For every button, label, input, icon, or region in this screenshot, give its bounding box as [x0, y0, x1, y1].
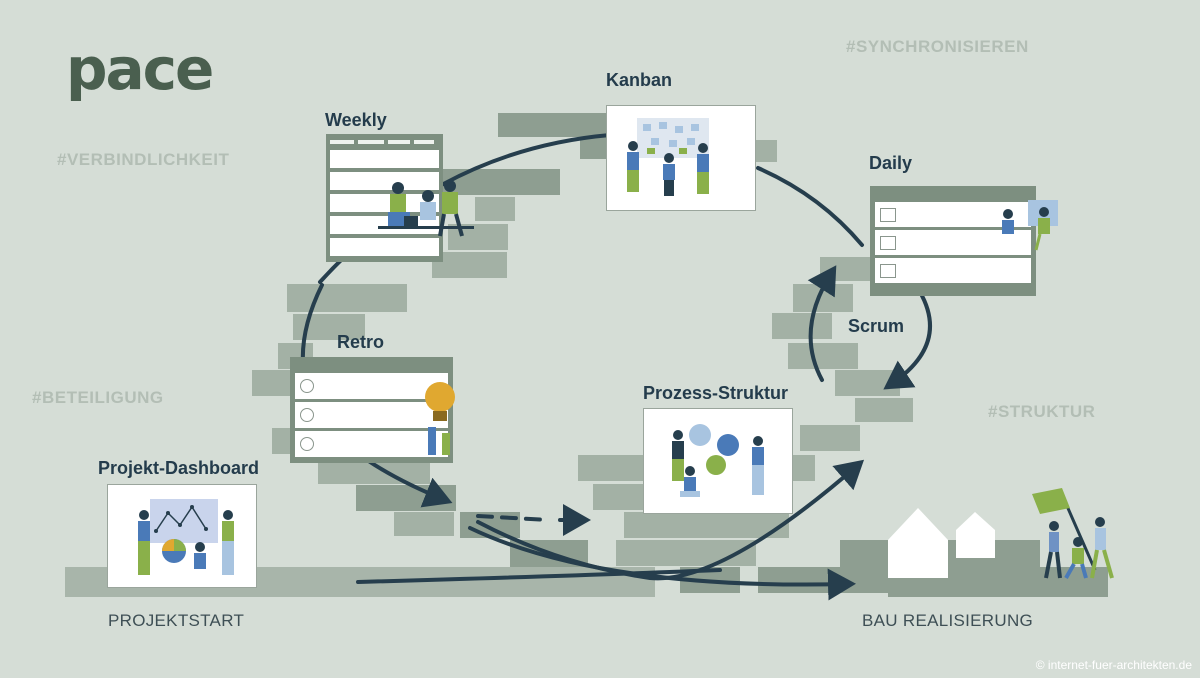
label-bau-realisierung: BAU REALISIERUNG: [862, 611, 1034, 630]
question-icon: [880, 235, 896, 250]
stage-title-retro: Retro: [337, 332, 385, 352]
daily-card-header: [875, 189, 1031, 199]
weekly-row: [330, 150, 439, 168]
label-projektstart: PROJEKTSTART: [108, 611, 245, 630]
stage-title-daily: Daily: [869, 153, 913, 173]
check-icon: [300, 437, 314, 451]
lightbulb-illustration: [425, 382, 455, 455]
retro-row-stop: [295, 402, 448, 428]
stop-icon: [300, 408, 314, 422]
weekly-row: [330, 172, 439, 190]
play-icon: [300, 379, 314, 393]
stage-title-projekt-dashboard: Projekt-Dashboard: [98, 458, 260, 478]
daily-row: [875, 230, 1031, 255]
dashboard-illustration: [138, 499, 234, 575]
hashtag-struktur: #STRUKTUR: [988, 402, 1096, 421]
retro-row-keep: [295, 431, 448, 457]
daily-team-illustration: [1002, 200, 1058, 251]
stage-title-scrum: Scrum: [848, 316, 905, 336]
pace-logo: pace: [66, 35, 214, 103]
question-icon: [880, 207, 896, 222]
flag-team-illustration: [1032, 488, 1114, 579]
question-icon: [880, 263, 896, 278]
weekly-row: [330, 194, 439, 212]
puzzle-team-illustration: [672, 424, 764, 497]
projekt-dashboard-card: [107, 484, 257, 588]
daily-row: [875, 258, 1031, 283]
hashtag-synchronisieren: #SYNCHRONISIEREN: [846, 37, 1029, 56]
retro-row-start: [295, 373, 448, 399]
kanban-card: [606, 105, 756, 211]
cycle-arrows: [300, 133, 932, 601]
prozess-struktur-card: [643, 408, 793, 514]
daily-card: [870, 186, 1058, 296]
house-icons: [888, 508, 995, 578]
hashtag-beteiligung: #BETEILIGUNG: [32, 388, 164, 407]
kanban-board-illustration: [627, 118, 709, 196]
weekly-row: [330, 238, 439, 256]
hashtag-verbindlichkeit: #VERBINDLICHKEIT: [57, 150, 230, 169]
retro-card: [290, 357, 455, 463]
stage-title-prozess-struktur: Prozess-Struktur: [643, 383, 789, 403]
credit-watermark: © internet-fuer-architekten.de: [1035, 658, 1192, 672]
stage-title-weekly: Weekly: [325, 110, 387, 130]
weekly-team-illustration: [378, 180, 474, 237]
retro-card-header: [295, 360, 448, 370]
weekly-card: [326, 134, 474, 262]
stage-title-kanban: Kanban: [606, 70, 673, 90]
